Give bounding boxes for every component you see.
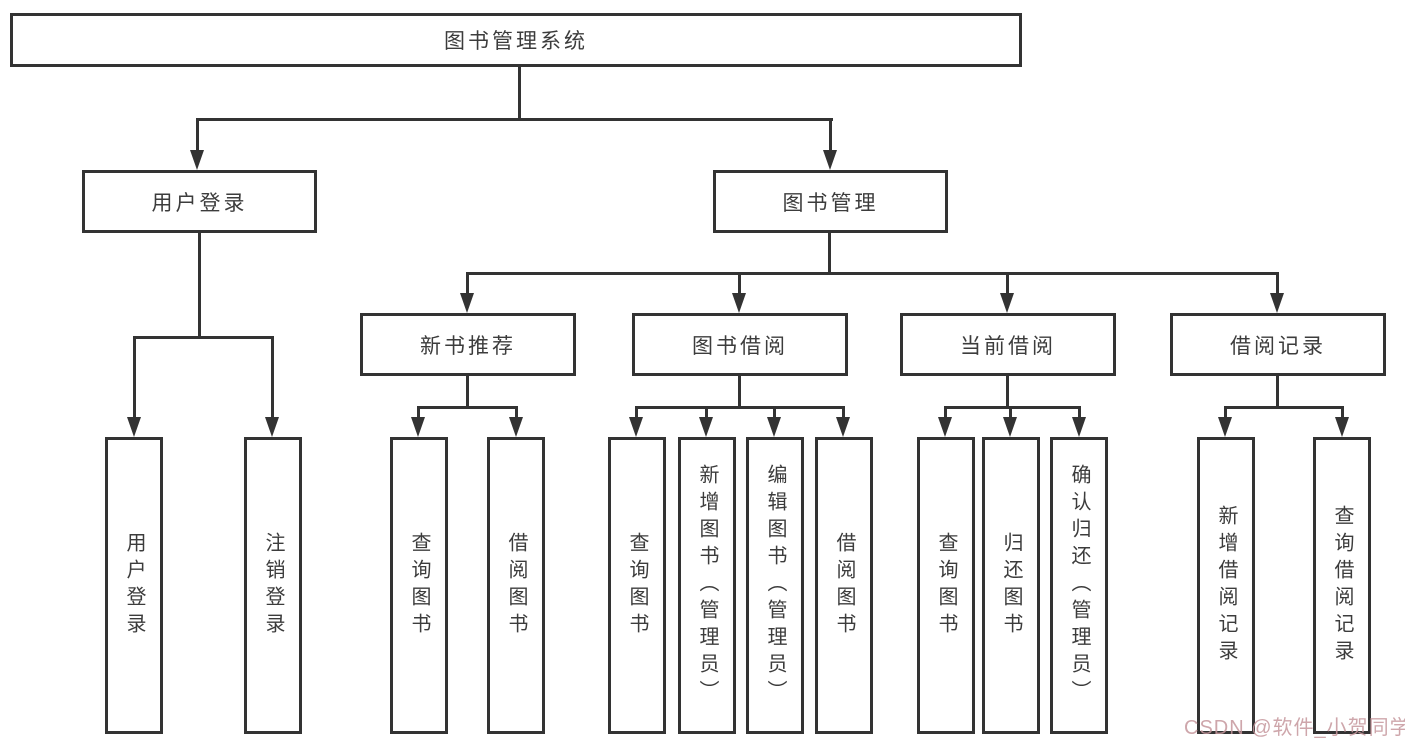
- node-add-book-admin: 新增图书（管理员）: [678, 437, 736, 734]
- node-query-borrow-record: 查询借阅记录: [1313, 437, 1371, 734]
- connector-g3-c3-stem: [1078, 406, 1081, 419]
- connector-g1-branch: [417, 406, 518, 409]
- connector-g1-stem: [466, 272, 469, 293]
- arrow-down-icon: [1072, 417, 1086, 437]
- connector-book-stub: [828, 233, 831, 272]
- connector-g2-c3-stem: [773, 406, 776, 419]
- connector-user-branch: [133, 336, 274, 339]
- connector-g2-c4-stem: [842, 406, 845, 419]
- node-book-management: 图书管理: [713, 170, 948, 233]
- connector-g3-branch: [944, 406, 1081, 409]
- connector-g4-stub: [1276, 376, 1279, 406]
- node-logout: 注销登录: [244, 437, 302, 734]
- node-confirm-return-admin: 确认归还（管理员）: [1050, 437, 1108, 734]
- connector-g1-stub: [466, 376, 469, 406]
- connector-g1-c1-stem: [417, 406, 420, 419]
- node-borrow-books: 借阅图书: [815, 437, 873, 734]
- arrow-down-icon: [836, 417, 850, 437]
- connector-book-branch: [466, 272, 1279, 275]
- connector-g2-c2-stem: [705, 406, 708, 419]
- arrow-down-icon: [1218, 417, 1232, 437]
- connector-user-stem: [196, 118, 199, 152]
- arrow-down-icon: [732, 293, 746, 313]
- arrow-down-icon: [699, 417, 713, 437]
- node-book-borrow: 图书借阅: [632, 313, 848, 376]
- node-add-borrow-record: 新增借阅记录: [1197, 437, 1255, 734]
- arrow-down-icon: [1270, 293, 1284, 313]
- arrow-down-icon: [629, 417, 643, 437]
- connector-g3-stem: [1006, 272, 1009, 293]
- node-new-book-recommend: 新书推荐: [360, 313, 576, 376]
- arrow-down-icon: [1335, 417, 1349, 437]
- connector-g3-c2-stem: [1009, 406, 1012, 419]
- arrow-down-icon: [460, 293, 474, 313]
- arrow-down-icon: [190, 150, 204, 170]
- connector-g2-stem: [738, 272, 741, 293]
- arrow-down-icon: [1003, 417, 1017, 437]
- node-current-borrow: 当前借阅: [900, 313, 1116, 376]
- connector-g3-stub: [1006, 376, 1009, 406]
- connector-g2-c1-stem: [635, 406, 638, 419]
- connector-root-branch: [196, 118, 833, 121]
- connector-root-stub: [518, 67, 521, 119]
- node-edit-book-admin: 编辑图书（管理员）: [746, 437, 804, 734]
- connector-g4-branch: [1224, 406, 1344, 409]
- arrow-down-icon: [938, 417, 952, 437]
- arrow-down-icon: [823, 150, 837, 170]
- node-user-login-branch: 用户登录: [82, 170, 317, 233]
- node-query-books-recommend: 查询图书: [390, 437, 448, 734]
- connector-g2-branch: [635, 406, 845, 409]
- arrow-down-icon: [1000, 293, 1014, 313]
- connector-g1-c2-stem: [515, 406, 518, 419]
- node-borrow-records: 借阅记录: [1170, 313, 1386, 376]
- node-borrow-books-recommend: 借阅图书: [487, 437, 545, 734]
- connector-user-leaf1-stem: [133, 336, 136, 417]
- arrow-down-icon: [127, 417, 141, 437]
- arrow-down-icon: [265, 417, 279, 437]
- node-query-books-borrow: 查询图书: [608, 437, 666, 734]
- connector-g2-stub: [738, 376, 741, 406]
- connector-book-stem: [829, 118, 832, 152]
- node-user-login-leaf: 用户登录: [105, 437, 163, 734]
- arrow-down-icon: [767, 417, 781, 437]
- node-query-books-current: 查询图书: [917, 437, 975, 734]
- connector-g4-stem: [1276, 272, 1279, 293]
- node-return-book: 归还图书: [982, 437, 1040, 734]
- connector-g3-c1-stem: [944, 406, 947, 419]
- connector-g4-c2-stem: [1341, 406, 1344, 419]
- connector-g4-c1-stem: [1224, 406, 1227, 419]
- node-root: 图书管理系统: [10, 13, 1022, 67]
- csdn-watermark: CSDN @软件_小贺同学: [1184, 717, 1405, 739]
- connector-user-stub: [198, 233, 201, 336]
- arrow-down-icon: [411, 417, 425, 437]
- arrow-down-icon: [509, 417, 523, 437]
- connector-user-leaf2-stem: [271, 336, 274, 417]
